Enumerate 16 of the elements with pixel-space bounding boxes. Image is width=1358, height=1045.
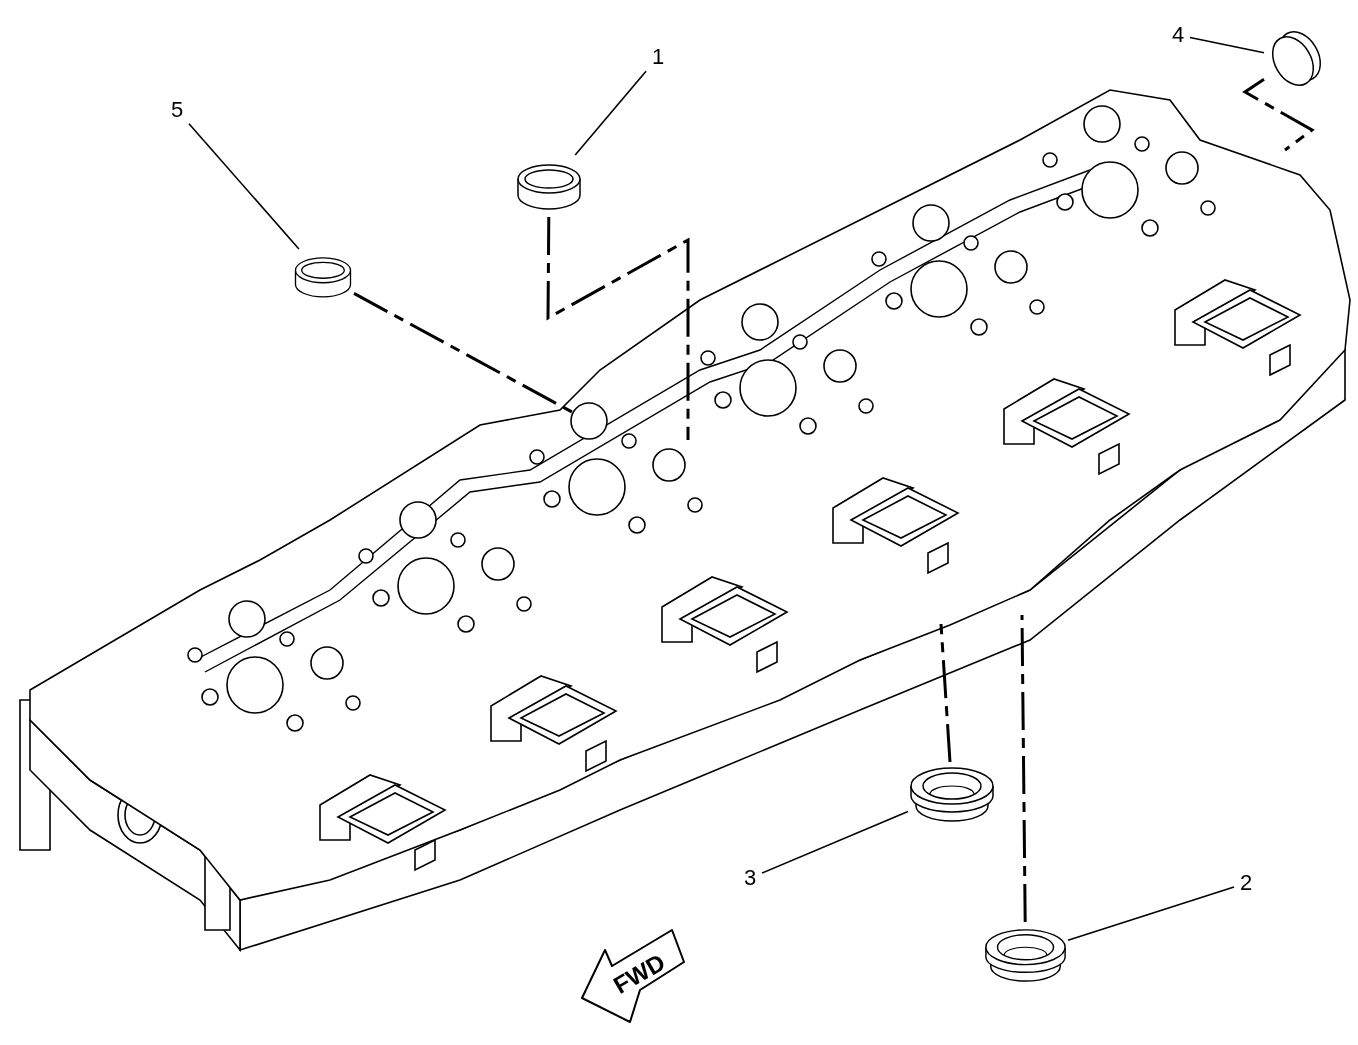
assembly-line: [353, 292, 573, 414]
callout-number: 4: [1171, 24, 1185, 46]
leader-line: [188, 122, 300, 250]
leader-line: [761, 810, 909, 874]
leader-line: [574, 70, 647, 156]
leader-line: [1067, 886, 1235, 942]
direction-label: FWD: [609, 949, 669, 999]
leader-line: [1189, 36, 1265, 54]
assembly-line: [1020, 615, 1027, 922]
callout-number: 1: [651, 46, 665, 68]
callout-number: 2: [1239, 872, 1253, 894]
assembly-line: [546, 217, 690, 440]
assembly-line: [1242, 77, 1315, 152]
callout-number: 3: [743, 867, 757, 889]
assembly-line: [939, 623, 952, 763]
callout-number: 5: [170, 99, 184, 121]
